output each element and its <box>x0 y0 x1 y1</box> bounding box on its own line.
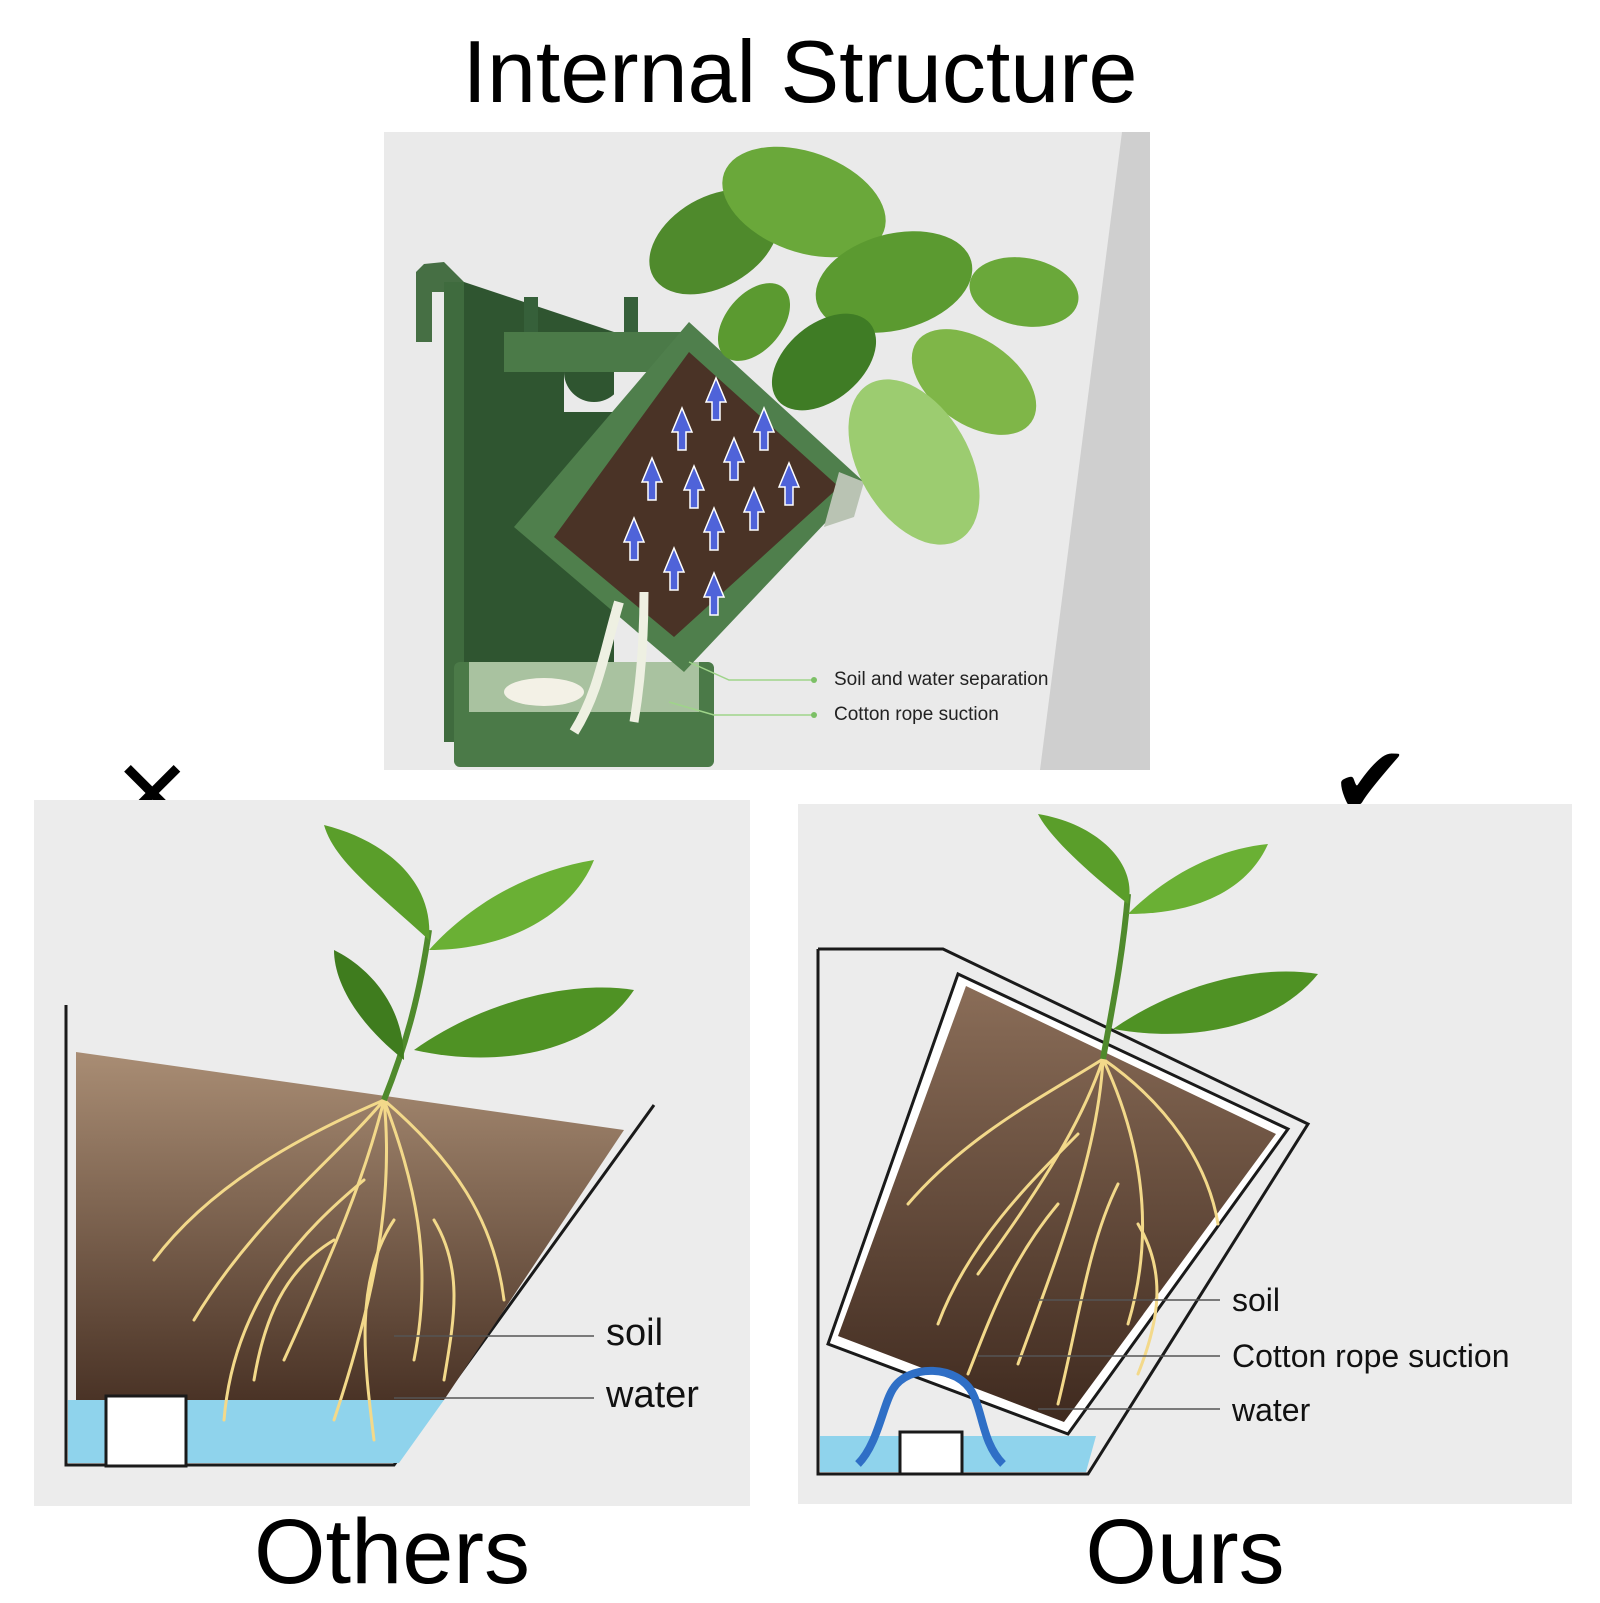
frame-notch <box>564 372 624 412</box>
roots <box>906 1057 1220 1406</box>
stem <box>381 929 432 1102</box>
caption-others: Others <box>253 1501 531 1603</box>
page-title: Internal Structure <box>462 22 1138 121</box>
label-cotton-rope-suction: Cotton rope suction <box>834 704 999 725</box>
label-water: water <box>1232 1392 1311 1428</box>
leader-suction <box>668 701 814 716</box>
wall-edge <box>1040 132 1150 770</box>
outer-container <box>816 947 1311 1476</box>
support-block <box>104 1394 188 1468</box>
ours-panel: soil Cotton rope suction water <box>798 804 1572 1504</box>
pot-clip <box>824 472 864 527</box>
others-planter-diagram <box>64 825 656 1468</box>
cotton-rope <box>629 591 649 723</box>
soil-layer <box>76 1052 624 1400</box>
leaves <box>324 825 634 1060</box>
label-soil: soil <box>1232 1282 1281 1318</box>
internal-structure-panel: Soil and water separation Cotton rope su… <box>384 132 1150 770</box>
leader-separation <box>688 661 814 681</box>
cotton-rope <box>569 600 624 735</box>
cotton-rope <box>855 1366 1006 1467</box>
others-panel: soil water <box>34 800 750 1506</box>
planter-cutaway-illustration <box>416 132 1150 770</box>
plant-foliage <box>649 146 1079 545</box>
water-flow-arrows <box>622 376 801 616</box>
rope-coil <box>504 678 584 706</box>
label-cotton-rope-suction: Cotton rope suction <box>1232 1338 1510 1374</box>
stem <box>1100 893 1131 1060</box>
caption-ours: Ours <box>1085 1501 1285 1603</box>
ours-planter-diagram <box>816 814 1318 1476</box>
label-water: water <box>606 1374 699 1416</box>
leaves <box>1038 814 1318 1034</box>
roots <box>152 1098 506 1442</box>
label-soil: soil <box>606 1312 664 1354</box>
container-outline <box>64 1005 656 1467</box>
support-block <box>898 1430 964 1476</box>
label-soil-water-separation: Soil and water separation <box>834 669 1049 690</box>
